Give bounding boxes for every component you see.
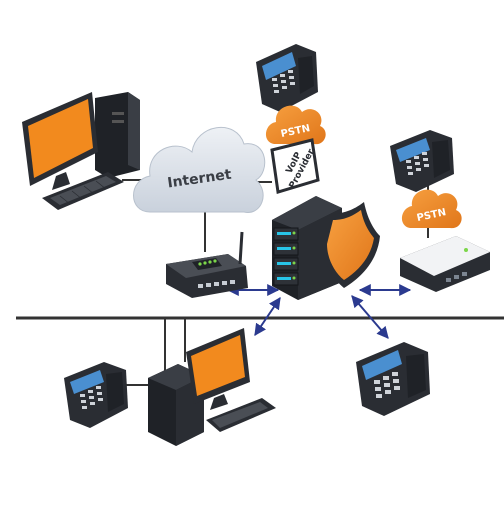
ip-phone-icon — [256, 44, 318, 112]
security-shield-icon — [322, 202, 380, 288]
server-rack-icon — [272, 196, 342, 300]
voip-gateway-icon — [400, 236, 490, 292]
bidirectional-arrows — [226, 284, 412, 339]
server-desktop-arrow — [254, 297, 281, 336]
ip-phone-icon — [64, 362, 128, 428]
pstn-cloud-icon: PSTN — [401, 189, 462, 229]
server-phone-arrow — [351, 295, 389, 339]
ip-phone-icon — [356, 342, 430, 416]
ip-phone-icon — [390, 130, 454, 192]
voip-provider-box-icon: VoIP Provider — [270, 138, 320, 194]
desktop-computer-icon — [22, 92, 140, 210]
pstn-cloud-icon: PSTN — [265, 105, 326, 145]
cloud-icon: Internet — [133, 127, 266, 213]
router-icon — [166, 231, 248, 298]
desktop-computer-icon — [148, 328, 276, 446]
